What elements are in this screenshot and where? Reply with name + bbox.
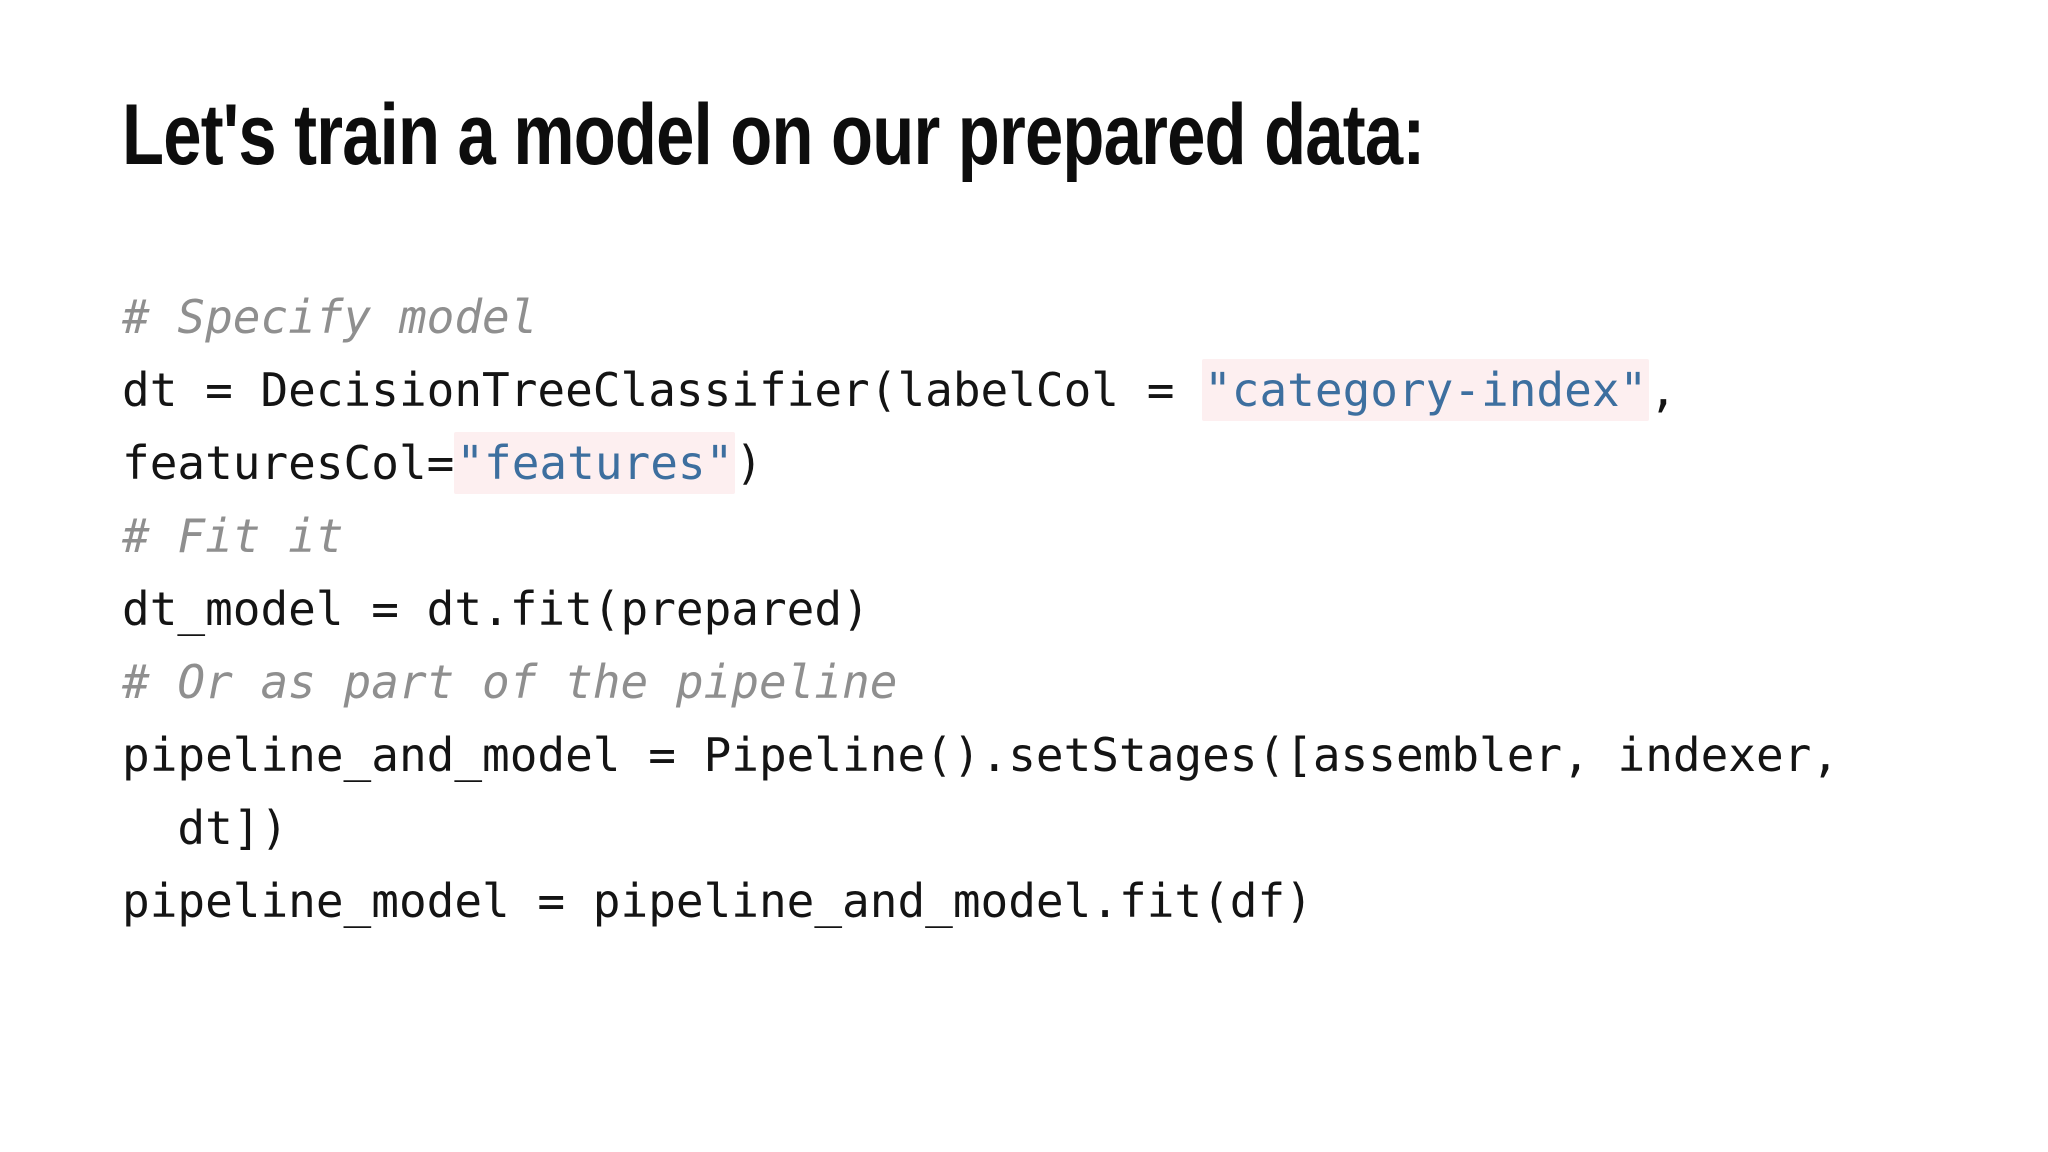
code-text: # Specify model xyxy=(122,289,538,344)
code-text: dt = DecisionTreeClassifier(labelCol = xyxy=(122,362,1203,417)
comment-line: # Fit it xyxy=(122,500,2048,573)
slide-title: Let's train a model on our prepared data… xyxy=(122,87,1425,183)
string-literal: "features" xyxy=(454,431,736,494)
comment-line: # Or as part of the pipeline xyxy=(122,646,2048,719)
code-line: pipeline_model = pipeline_and_model.fit(… xyxy=(122,865,2048,938)
code-line: featuresCol="features") xyxy=(122,427,2048,500)
code-block: # Specify model dt = DecisionTreeClassifi… xyxy=(122,281,2048,938)
code-line: pipeline_and_model = Pipeline().setStage… xyxy=(122,719,2048,792)
code-text: , xyxy=(1649,362,1677,417)
string-literal: "category-index" xyxy=(1202,358,1650,421)
code-text: # Fit it xyxy=(122,508,344,563)
code-text: dt_model = dt.fit(prepared) xyxy=(122,581,870,636)
code-text: ) xyxy=(735,435,763,490)
comment-line: # Specify model xyxy=(122,281,2048,354)
code-line: dt = DecisionTreeClassifier(labelCol = "… xyxy=(122,354,2048,427)
code-text: dt]) xyxy=(122,800,289,855)
code-text: pipeline_model = pipeline_and_model.fit(… xyxy=(122,873,1313,928)
code-text: pipeline_and_model = Pipeline().setStage… xyxy=(122,727,1840,782)
code-text: # Or as part of the pipeline xyxy=(122,654,898,709)
code-text: featuresCol= xyxy=(122,435,455,490)
code-line: dt_model = dt.fit(prepared) xyxy=(122,573,2048,646)
code-line: dt]) xyxy=(122,792,2048,865)
